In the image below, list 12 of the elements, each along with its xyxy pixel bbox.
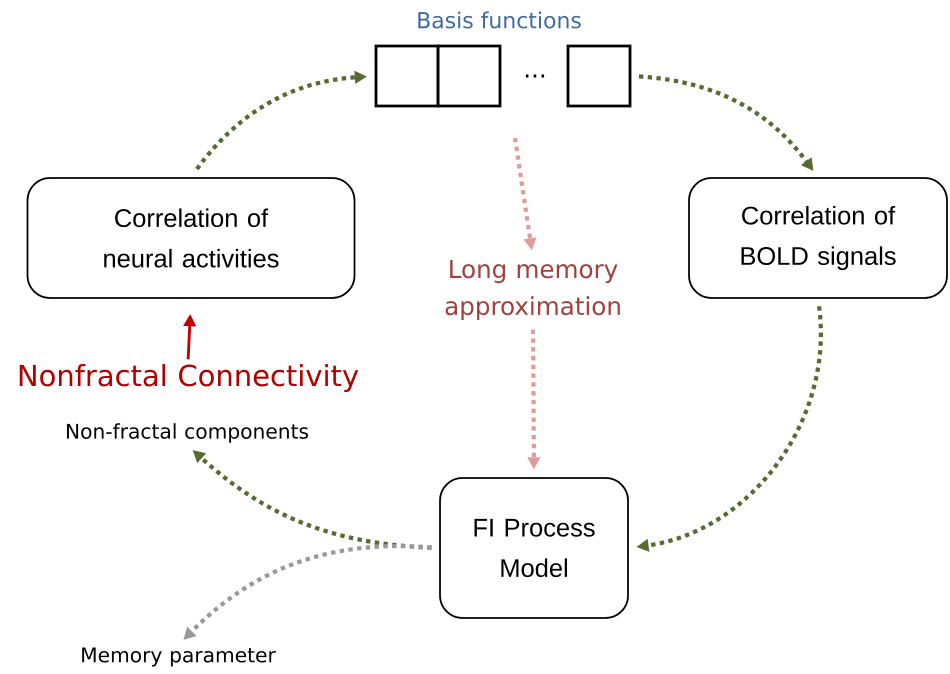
basis-box [566,44,632,108]
model-box: FI Process Model [439,477,629,619]
approximation-label: Long memory approximation [446,260,620,320]
basis-box [374,44,440,108]
ellipsis: ... [526,74,544,78]
components-label: Non-fractal components [66,423,308,443]
process-box: Correlation of neural activities [26,177,356,299]
connectivity-label: Nonfractal Connectivity [20,364,358,392]
process-box: Correlation of BOLD signals [688,177,948,299]
heading: Basis functions [418,11,581,28]
basis-box [436,44,502,108]
parameter-label: Memory parameter [82,648,276,666]
